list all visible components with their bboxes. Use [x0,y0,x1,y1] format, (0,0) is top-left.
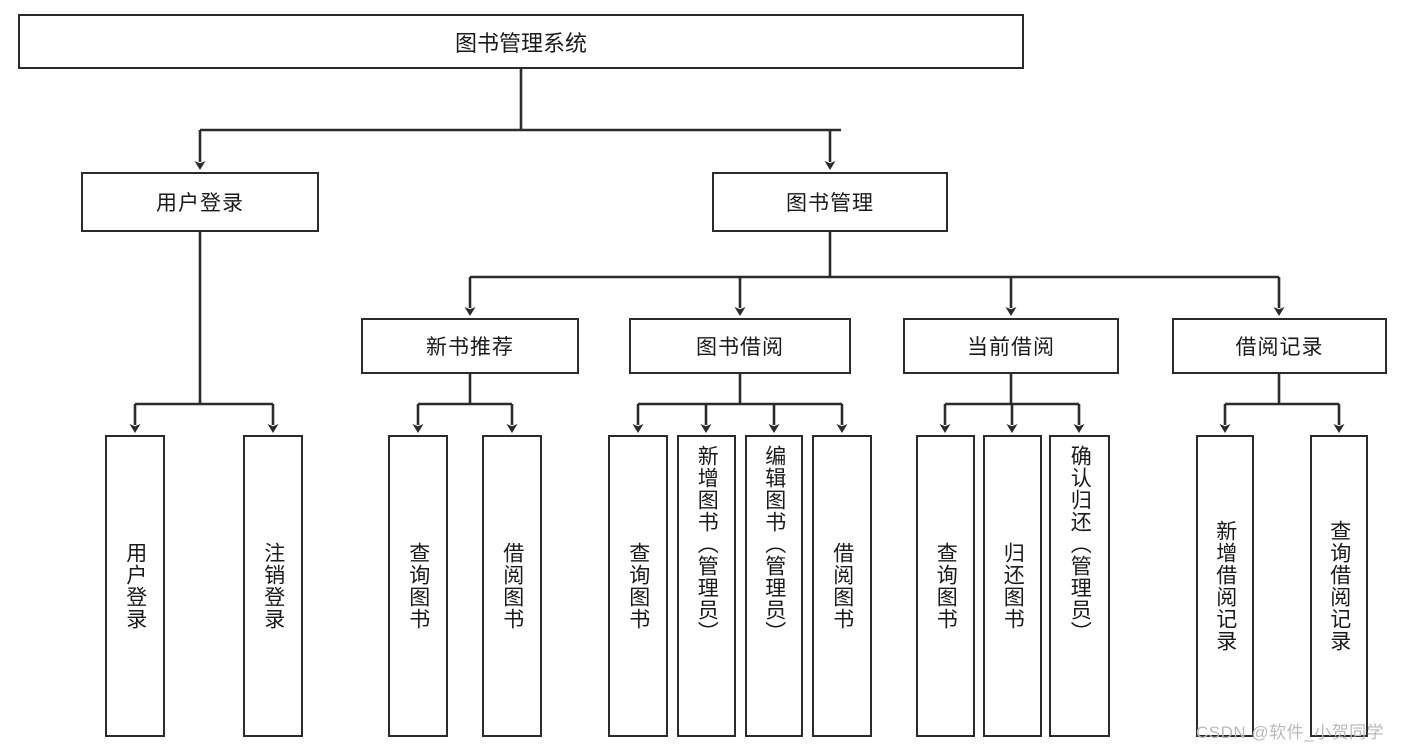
node-label: 编辑图书（管理员） [762,445,786,643]
node-level1-book-management[interactable]: 图书管理 [712,172,948,232]
node-leaf-return-book[interactable]: 归还图书 [983,435,1042,737]
node-leaf-query-book-borrow[interactable]: 查询图书 [608,435,668,737]
node-leaf-logout[interactable]: 注销登录 [243,435,303,737]
node-leaf-query-borrow-record[interactable]: 查询借阅记录 [1310,435,1368,737]
node-leaf-borrow-book[interactable]: 借阅图书 [812,435,872,737]
node-label: 图书管理系统 [454,30,587,56]
node-label: 借阅记录 [1235,336,1324,359]
node-leaf-edit-book-admin[interactable]: 编辑图书（管理员） [745,435,803,737]
node-label: 新增借阅记录 [1213,520,1237,652]
node-level1-user-login[interactable]: 用户登录 [81,172,319,232]
node-leaf-query-book-current[interactable]: 查询图书 [916,435,975,737]
node-label: 注销登录 [261,542,285,630]
node-leaf-confirm-return-admin[interactable]: 确认归还（管理员） [1049,435,1110,737]
node-leaf-add-book-admin[interactable]: 新增图书（管理员） [677,435,736,737]
node-level2-current-borrow[interactable]: 当前借阅 [903,318,1119,374]
node-root[interactable]: 图书管理系统 [18,14,1024,69]
node-leaf-query-book-recommend[interactable]: 查询图书 [388,435,448,737]
node-label: 查询图书 [934,542,958,630]
node-label: 借阅图书 [500,542,524,630]
node-leaf-add-borrow-record[interactable]: 新增借阅记录 [1196,435,1254,737]
node-label: 当前借阅 [967,336,1055,359]
node-label: 用户登录 [123,542,147,630]
node-level2-new-book-recommend[interactable]: 新书推荐 [361,318,579,374]
node-label: 查询图书 [626,542,650,630]
node-label: 用户登录 [156,192,244,215]
node-label: 新书推荐 [426,336,514,359]
node-label: 图书借阅 [696,336,784,359]
node-label: 新增图书（管理员） [695,445,719,643]
csdn-watermark: CSDN @软件_小贺同学 [1196,723,1385,742]
node-level2-borrow-records[interactable]: 借阅记录 [1172,318,1387,374]
node-label: 借阅图书 [830,542,854,630]
node-label: 确认归还（管理员） [1068,445,1092,643]
node-leaf-user-login[interactable]: 用户登录 [105,435,165,737]
node-level2-book-borrow[interactable]: 图书借阅 [629,318,851,374]
node-label: 查询借阅记录 [1327,520,1351,652]
node-leaf-borrow-book-recommend[interactable]: 借阅图书 [482,435,542,737]
node-label: 归还图书 [1001,542,1025,630]
node-label: 查询图书 [406,542,430,630]
node-label: 图书管理 [786,192,874,215]
